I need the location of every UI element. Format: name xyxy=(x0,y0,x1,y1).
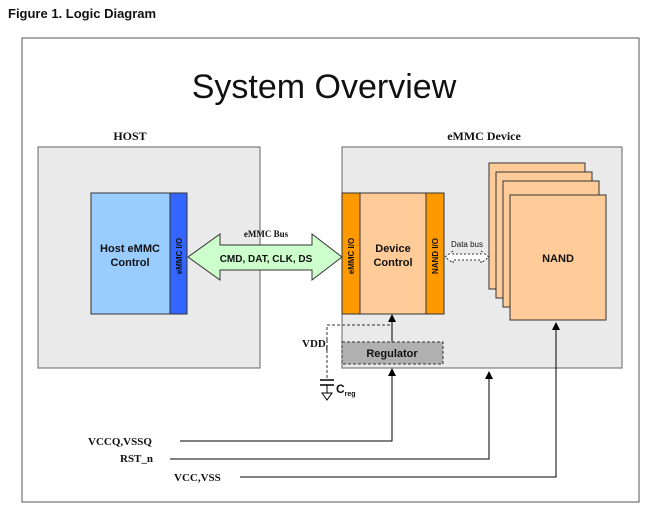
ground-icon xyxy=(321,392,333,401)
host-controller-line1: Host eMMC xyxy=(100,243,160,255)
diagram-title: System Overview xyxy=(192,68,457,106)
device-io-right-label: NAND I/O xyxy=(431,238,440,274)
pin-vcc-line xyxy=(240,322,560,478)
vddi-dashed-line xyxy=(326,324,392,340)
pin-rst-label: RST_n xyxy=(120,453,153,465)
device-control-line2: Control xyxy=(373,257,412,269)
creg-main: C xyxy=(336,382,345,396)
pin-vccq-label: VCCQ,VSSQ xyxy=(88,436,152,448)
pin-vcc-label: VCC,VSS xyxy=(174,472,221,484)
bus-label: eMMC Bus xyxy=(244,229,289,239)
vddi-label: VDDi xyxy=(302,338,328,352)
nand-label: NAND xyxy=(542,253,574,265)
device-control-box xyxy=(359,192,427,315)
bus-signals: CMD, DAT, CLK, DS xyxy=(220,254,313,265)
figure-caption: Figure 1. Logic Diagram xyxy=(8,6,157,21)
data-bus-label: Data bus xyxy=(451,240,483,249)
nand-layer-1 xyxy=(509,194,607,321)
creg-subscript: reg xyxy=(345,391,356,398)
creg-label: Creg xyxy=(336,382,356,398)
vddi-main: VDD xyxy=(302,338,326,350)
pin-rst-line xyxy=(170,371,493,460)
pin-vccq-line xyxy=(180,368,396,442)
host-io-label: eMMC I/O xyxy=(175,238,184,274)
vddi-subscript: i xyxy=(326,344,328,352)
device-io-left-label: eMMC I/O xyxy=(347,238,356,274)
host-controller-line2: Control xyxy=(110,257,149,269)
host-label: HOST xyxy=(113,129,146,143)
host-io-strip xyxy=(169,192,188,315)
regulator-label: Regulator xyxy=(366,348,418,360)
device-label: eMMC Device xyxy=(447,129,521,143)
device-io-right-strip xyxy=(425,192,445,315)
device-control-line1: Device xyxy=(375,243,410,255)
